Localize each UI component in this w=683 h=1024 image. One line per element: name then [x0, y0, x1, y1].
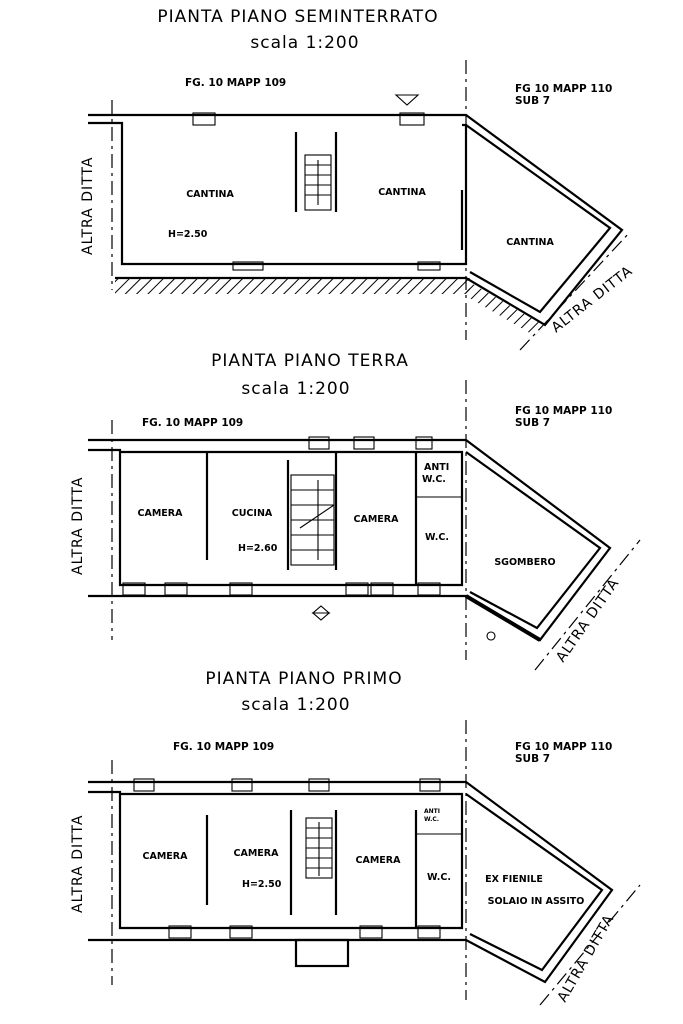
- ground-scale: scala 1:200: [241, 379, 350, 399]
- first-side-left-label: ALTRA DITTA: [70, 815, 86, 913]
- first-scale: scala 1:200: [241, 695, 350, 715]
- first-title: PIANTA PIANO PRIMO: [205, 669, 402, 689]
- first-height: H=2.50: [242, 879, 282, 890]
- ground-ref-right-1: FG 10 MAPP 110: [515, 405, 612, 417]
- ground-room-camera-2: CAMERA: [354, 514, 400, 525]
- ground-side-left-label: ALTRA DITTA: [70, 477, 86, 575]
- first-room-wc: W.C.: [427, 872, 451, 883]
- basement-ref-right-1: FG 10 MAPP 110: [515, 83, 612, 95]
- first-stairs: [305, 817, 333, 879]
- basement-room-cantina-2: CANTINA: [378, 187, 426, 198]
- basement-floor-plan: PIANTA PIANO SEMINTERRATO scala 1:200 FG…: [80, 7, 636, 351]
- ground-ref-right-2: SUB 7: [515, 417, 550, 429]
- ground-room-cucina: CUCINA: [232, 508, 273, 519]
- ground-anti-wc-2: W.C.: [422, 474, 446, 485]
- first-floor-plan: PIANTA PIANO PRIMO scala 1:200 FG. 10 MA…: [70, 669, 641, 1006]
- first-anti-wc-1: ANTI: [424, 808, 440, 815]
- basement-side-right-label: ALTRA DITTA: [549, 263, 636, 336]
- basement-scale: scala 1:200: [250, 33, 359, 53]
- basement-side-left-label: ALTRA DITTA: [80, 157, 96, 255]
- ground-anti-wc-1: ANTI: [424, 462, 449, 473]
- first-room-ex-fienile: EX FIENILE: [485, 874, 543, 885]
- basement-entrance-arrow: [394, 94, 420, 106]
- ground-height: H=2.60: [238, 543, 278, 554]
- basement-stairs: [304, 154, 332, 211]
- basement-ref-left: FG. 10 MAPP 109: [185, 77, 286, 89]
- ground-stairs: [290, 474, 335, 566]
- ground-room-wc: W.C.: [425, 532, 449, 543]
- first-anti-wc-2: W.C.: [424, 816, 439, 823]
- ground-room-sgombero: SGOMBERO: [494, 557, 555, 568]
- first-room-camera-3: CAMERA: [356, 855, 402, 866]
- ground-ref-left: FG. 10 MAPP 109: [142, 417, 243, 429]
- ground-room-camera-1: CAMERA: [138, 508, 184, 519]
- first-ref-right-2: SUB 7: [515, 753, 550, 765]
- first-room-solaio: SOLAIO IN ASSITO: [488, 896, 585, 907]
- ground-floor-plan: PIANTA PIANO TERRA scala 1:200 FG. 10 MA…: [70, 351, 641, 671]
- basement-ref-right-2: SUB 7: [515, 95, 550, 107]
- first-room-camera-1: CAMERA: [143, 851, 189, 862]
- basement-height: H=2.50: [168, 229, 208, 240]
- first-ref-right-1: FG 10 MAPP 110: [515, 741, 612, 753]
- ground-title: PIANTA PIANO TERRA: [211, 351, 409, 371]
- ground-side-right-label: ALTRA DITTA: [553, 575, 623, 665]
- first-balcony: [294, 938, 350, 968]
- earth-hatch: [115, 278, 470, 294]
- basement-room-cantina-1: CANTINA: [186, 189, 234, 200]
- basement-title: PIANTA PIANO SEMINTERRATO: [157, 7, 438, 27]
- first-ref-left: FG. 10 MAPP 109: [173, 741, 274, 753]
- first-room-camera-2: CAMERA: [234, 848, 280, 859]
- basement-room-cantina-3: CANTINA: [506, 237, 554, 248]
